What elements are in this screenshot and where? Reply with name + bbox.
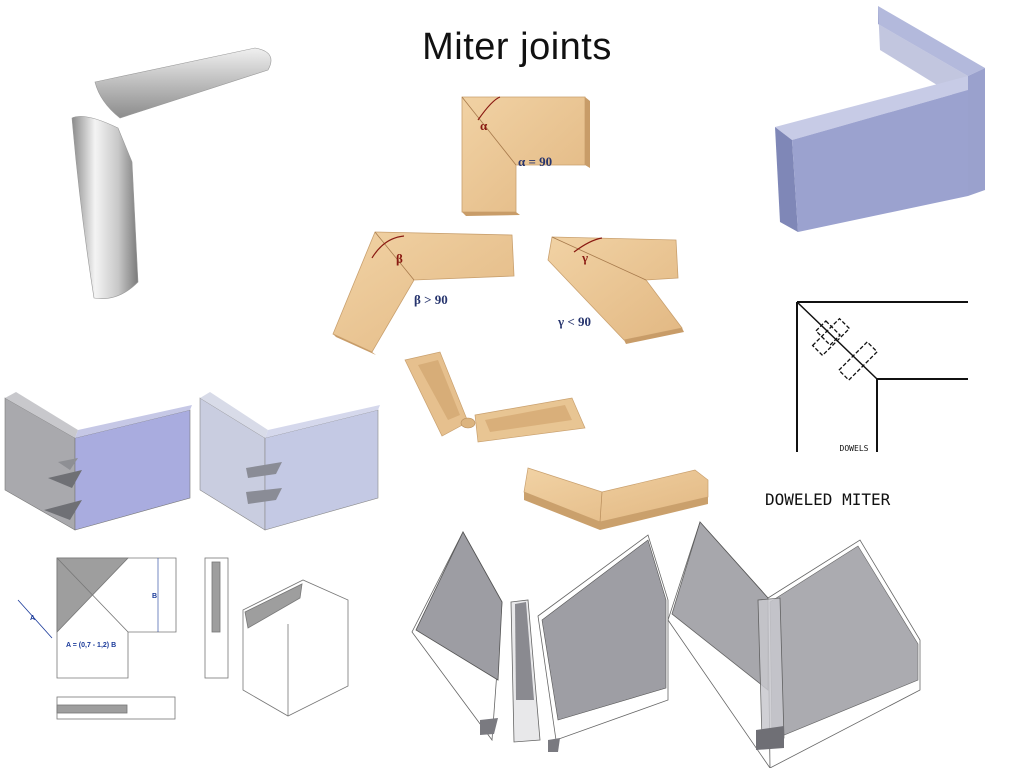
dim-a-label: A: [30, 615, 35, 622]
dim-b-label: B: [152, 593, 157, 600]
gamma-label: γ < 90: [557, 314, 591, 329]
wood-joint-beta: β β > 90: [332, 231, 515, 355]
wood-biscuit-joint: [404, 351, 586, 443]
doweled-miter-caption: DOWELED MITER: [765, 490, 891, 509]
spline-technical-drawing: [17, 557, 349, 720]
gamma-symbol: γ: [581, 250, 588, 265]
doweled-miter-sketch: [796, 301, 968, 452]
wood-joint-alpha: α α = 90: [461, 96, 590, 216]
slide-title: Miter joints: [422, 26, 612, 68]
metal-vertical-piece: [71, 116, 139, 299]
wood-joint-gamma: γ γ < 90: [547, 236, 684, 344]
transparent-spline-joint: [199, 392, 380, 531]
grey-blue-spline-joint: [4, 392, 192, 531]
grey-spline-exploded: [411, 531, 669, 752]
blue-panel-corner: [775, 6, 985, 232]
wood-assembled-joint: [523, 467, 709, 530]
dowels-label: DOWELS: [840, 444, 869, 453]
alpha-symbol: α: [480, 118, 488, 133]
metal-horizontal-piece: [94, 47, 272, 119]
formula-label: A = (0,7 - 1,2) B: [66, 642, 116, 649]
metal-profile-miter: [71, 47, 272, 299]
alpha-label: α = 90: [518, 154, 552, 169]
beta-symbol: β: [396, 251, 403, 266]
beta-label: β > 90: [414, 292, 448, 307]
grey-spline-assembled: [667, 521, 921, 768]
